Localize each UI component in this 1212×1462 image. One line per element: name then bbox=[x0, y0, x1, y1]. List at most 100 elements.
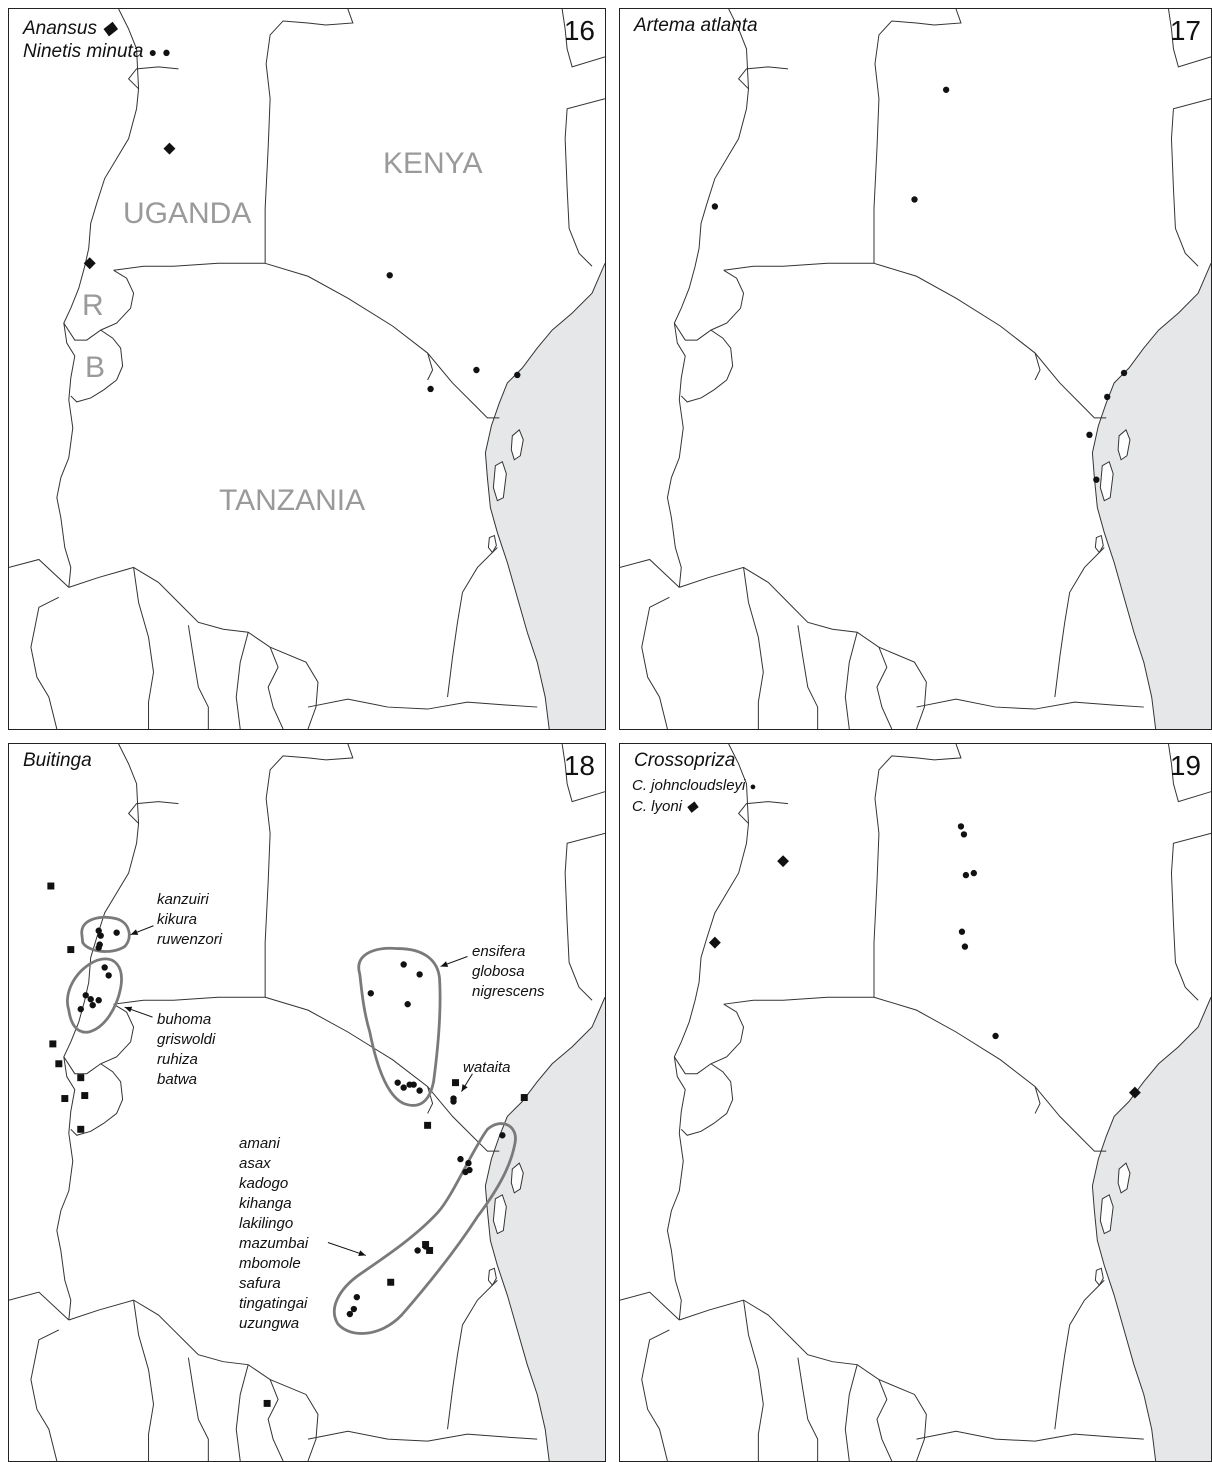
country-border bbox=[264, 9, 354, 264]
island bbox=[492, 461, 507, 502]
country-border bbox=[113, 996, 266, 1005]
country-border bbox=[133, 1300, 155, 1461]
country-border bbox=[641, 1329, 670, 1461]
record-square bbox=[61, 1095, 69, 1103]
legend-lyoni-label: C. lyoni bbox=[632, 798, 683, 815]
island bbox=[510, 428, 524, 461]
record-diamond bbox=[1128, 1086, 1141, 1099]
island bbox=[1094, 534, 1104, 554]
species-group-buhoma: buhoma griswoldi ruhiza batwa bbox=[157, 1010, 215, 1090]
country-border bbox=[1034, 1086, 1041, 1114]
country-border bbox=[9, 1291, 70, 1321]
island bbox=[1099, 1194, 1114, 1235]
species-label: kanzuiri bbox=[157, 891, 209, 908]
country-border bbox=[56, 66, 179, 588]
species-label: globosa bbox=[472, 963, 525, 980]
record-diamond bbox=[708, 936, 721, 949]
base-map bbox=[9, 744, 605, 1461]
arrow-head bbox=[440, 961, 449, 967]
legend-ninetis-label: Ninetis minuta bbox=[23, 41, 144, 62]
record-diamond bbox=[83, 257, 96, 270]
record-square bbox=[77, 1074, 85, 1082]
record-square bbox=[520, 1094, 528, 1102]
map-panel-17: Artema atlanta 17 bbox=[619, 8, 1212, 730]
country-border bbox=[673, 1003, 745, 1075]
base-map bbox=[620, 9, 1211, 729]
record-dot bbox=[962, 871, 970, 879]
species-label: kadogo bbox=[239, 1175, 289, 1192]
country-border bbox=[447, 1279, 498, 1430]
country-label-uganda: UGANDA bbox=[123, 197, 252, 230]
species-group-outline bbox=[332, 1122, 517, 1335]
record-dot bbox=[514, 371, 521, 379]
species-group-ensifera: ensifera globosa nigrescens bbox=[472, 942, 545, 1002]
country-border bbox=[113, 262, 266, 271]
panel-title: Artema atlanta bbox=[634, 15, 758, 36]
country-border bbox=[68, 1299, 284, 1461]
species-label: nigrescens bbox=[472, 983, 545, 1000]
record-dot bbox=[499, 1132, 506, 1139]
record-dot bbox=[711, 203, 719, 210]
sea bbox=[1092, 263, 1211, 729]
record-square bbox=[67, 946, 75, 954]
record-square bbox=[49, 1040, 57, 1048]
country-border bbox=[1168, 744, 1211, 803]
record-dot bbox=[1086, 431, 1093, 439]
record-square bbox=[452, 1079, 459, 1087]
record-dot bbox=[450, 1098, 457, 1105]
dot-icon: ● bbox=[749, 781, 757, 793]
country-border bbox=[673, 269, 745, 341]
country-border bbox=[679, 566, 893, 729]
panel-number: 18 bbox=[563, 750, 595, 781]
island bbox=[510, 1162, 524, 1194]
legend-anansus-label: Anansus bbox=[23, 18, 97, 39]
country-border bbox=[564, 98, 605, 267]
map-panel-19: Crossopriza C. johncloudsleyi ● C. lyoni… bbox=[619, 743, 1212, 1462]
species-group-kanzuiri: kanzuiri kikura ruwenzori bbox=[157, 890, 222, 950]
species-label: amani bbox=[239, 1135, 280, 1152]
country-label-burundi: B bbox=[85, 351, 106, 384]
record-dot bbox=[416, 971, 423, 978]
country-border bbox=[797, 1357, 819, 1461]
country-border bbox=[427, 352, 434, 381]
coastline bbox=[1091, 263, 1211, 729]
panel-title: Crossopriza bbox=[634, 750, 736, 771]
record-dot bbox=[958, 928, 966, 935]
map-panel-16: Anansus ◆ Ninetis minuta ● 16 KENYA UGAN… bbox=[8, 8, 606, 730]
country-border bbox=[1170, 832, 1211, 1001]
record-dot bbox=[911, 196, 918, 203]
species-group-wataita: wataita bbox=[463, 1058, 511, 1078]
panel-number: 17 bbox=[1169, 15, 1201, 46]
country-border bbox=[70, 329, 124, 403]
record-dot bbox=[87, 996, 94, 1003]
country-border bbox=[63, 269, 135, 341]
island bbox=[492, 1194, 507, 1235]
country-border bbox=[187, 625, 209, 729]
legend-johncloudsleyi: C. johncloudsleyi ● bbox=[632, 777, 756, 794]
species-label: ruhiza bbox=[157, 1051, 198, 1068]
species-group-outline bbox=[66, 957, 123, 1034]
record-dot bbox=[95, 944, 102, 951]
country-border bbox=[235, 632, 249, 729]
record-dot bbox=[416, 1087, 423, 1094]
legend-anansus: Anansus ◆ bbox=[23, 17, 117, 40]
coastline bbox=[1091, 997, 1211, 1461]
record-dot bbox=[992, 1032, 999, 1040]
record-dot bbox=[473, 366, 480, 374]
island bbox=[1117, 428, 1131, 461]
species-label: mazumbai bbox=[239, 1235, 309, 1252]
record-dot bbox=[427, 385, 434, 393]
species-label: griswoldi bbox=[157, 1031, 216, 1048]
country-border bbox=[743, 1300, 764, 1461]
base-map bbox=[9, 9, 605, 729]
country-border bbox=[264, 744, 354, 998]
record-dot bbox=[1120, 369, 1128, 377]
record-dot bbox=[77, 1005, 84, 1013]
species-label: ensifera bbox=[472, 943, 526, 960]
record-dot bbox=[105, 972, 112, 979]
sea bbox=[485, 997, 605, 1461]
island bbox=[487, 1267, 497, 1287]
record-dot bbox=[95, 927, 102, 934]
country-border bbox=[1168, 9, 1211, 68]
country-border bbox=[63, 1003, 135, 1075]
